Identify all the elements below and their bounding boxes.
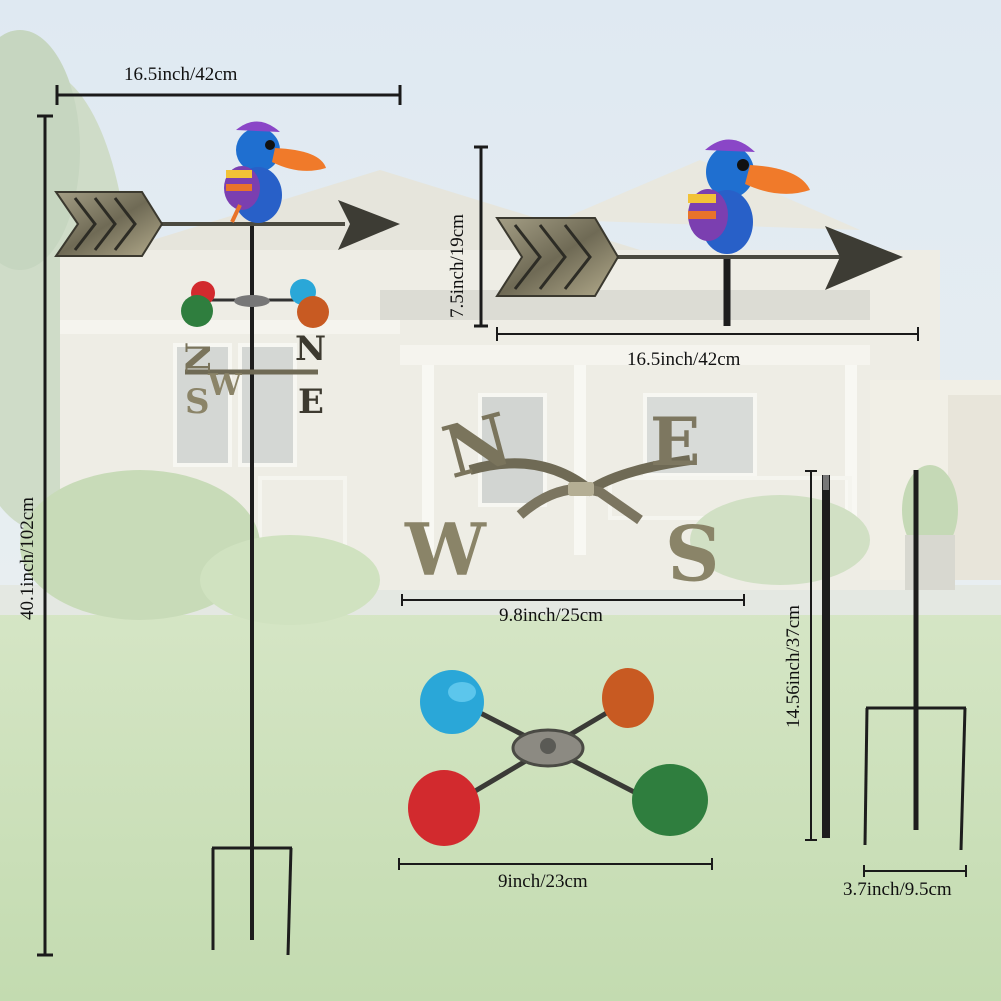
vane-height-label: 7.5inch/19cm (447, 214, 468, 318)
svg-text:W: W (404, 507, 487, 592)
vane-width-label: 16.5inch/42cm (627, 349, 741, 370)
rod-height-label: 14.56inch/37cm (783, 605, 804, 728)
dimension-lines (37, 85, 967, 957)
svg-text:W: W (207, 368, 243, 403)
stake-detail (863, 470, 967, 851)
cups-width-label: 9inch/23cm (498, 871, 588, 892)
toucan-bird (224, 121, 326, 223)
svg-text:N: N (179, 342, 219, 373)
svg-text:S: S (665, 507, 720, 596)
vane-detail (495, 139, 903, 326)
main-height-label: 40.1inch/102cm (17, 497, 38, 620)
svg-text:E: E (298, 382, 324, 422)
compass-small: N N E S W (179, 329, 326, 422)
stake-width-label: 3.7inch/9.5cm (843, 879, 952, 900)
compass-width-label: 9.8inch/25cm (499, 605, 603, 626)
arrow (54, 191, 400, 257)
assembled-weathervane: N N E S W (54, 121, 400, 956)
svg-text:N: N (295, 329, 326, 369)
cups-detail (408, 668, 708, 846)
wind-cups (181, 279, 329, 328)
main-width-label: 16.5inch/42cm (124, 64, 238, 85)
svg-text:E: E (650, 403, 700, 481)
svg-text:S: S (185, 382, 210, 422)
